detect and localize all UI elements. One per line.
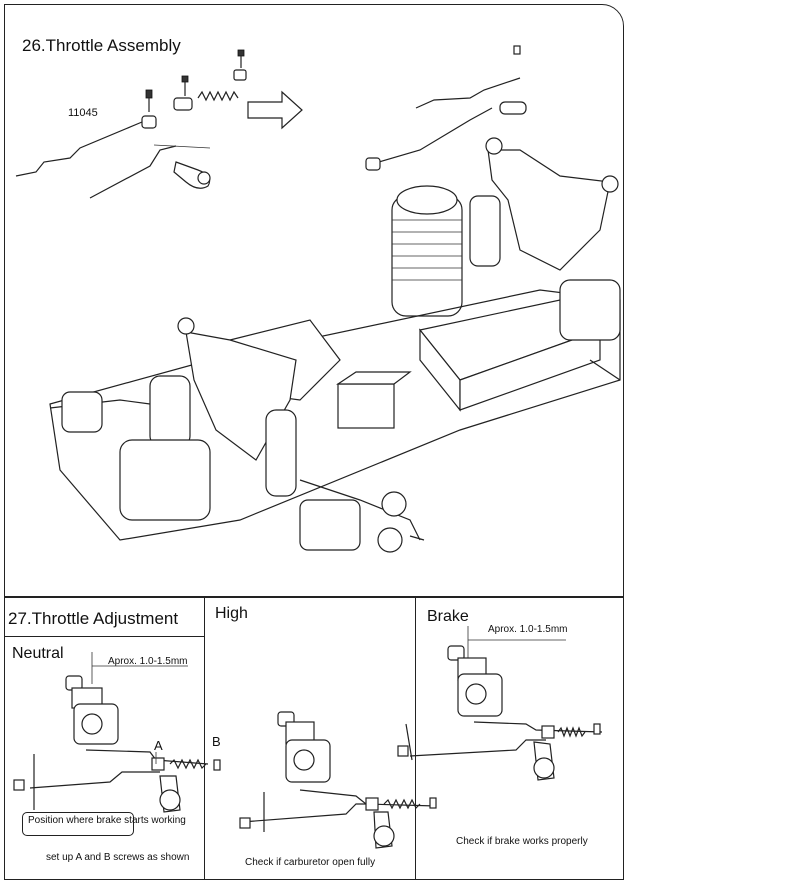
brake-heading: Brake <box>427 608 469 625</box>
neutral-gap-note: Aprox. 1.0-1.5mm <box>108 656 188 667</box>
high-heading: High <box>215 605 248 622</box>
title-underline <box>4 636 204 638</box>
neutral-diagram <box>13 652 221 813</box>
brake-caption: Check if brake works properly <box>456 836 588 847</box>
part-number-label: 11045 <box>68 107 98 119</box>
high-caption: Check if carburetor open fully <box>245 857 376 868</box>
throttle-linkage-exploded-drawing <box>15 49 303 199</box>
neutral-heading: Neutral <box>12 645 64 662</box>
brake-position-callout-box <box>22 812 134 836</box>
page-frame <box>4 4 624 880</box>
section-26-title: 26.Throttle Assembly <box>22 36 181 55</box>
chassis-drawing <box>49 45 621 553</box>
section-27-title: 27.Throttle Adjustment <box>8 609 179 628</box>
brake-position-callout: Position where brake starts working <box>28 815 186 826</box>
section-divider <box>4 596 624 598</box>
screw-b-label: B <box>212 734 221 749</box>
neutral-caption: set up A and B screws as shown <box>46 852 190 863</box>
screw-a-label: A <box>154 738 163 753</box>
high-diagram <box>239 711 437 849</box>
panel-divider-1 <box>204 596 206 880</box>
brake-diagram <box>397 626 603 781</box>
brake-gap-note: Aprox. 1.0-1.5mm <box>488 624 568 635</box>
panel-divider-2 <box>415 596 417 880</box>
